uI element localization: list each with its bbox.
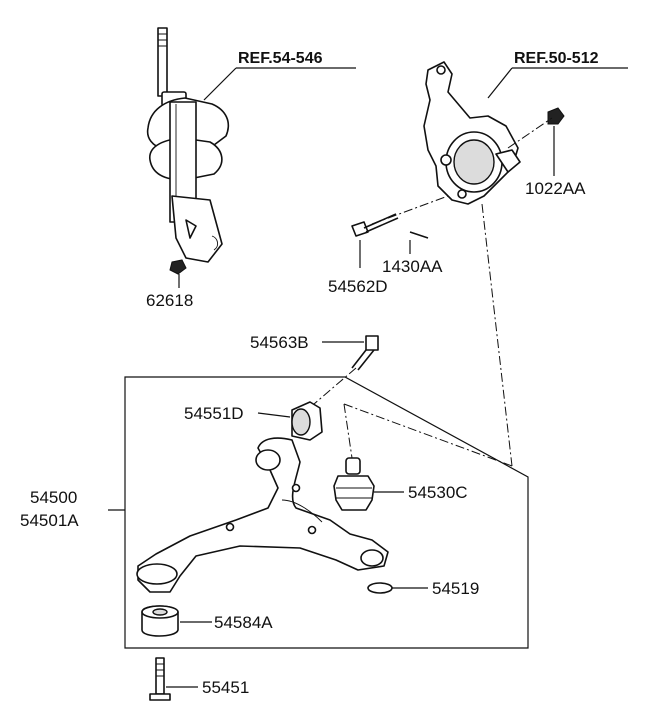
part-label-55451: 55451 (202, 678, 249, 697)
cotter-pin (409, 231, 429, 254)
part-label-62618: 62618 (146, 291, 193, 310)
ref-label-knuckle: REF.50-512 (514, 50, 599, 67)
part-label-54501a: 54501A (20, 511, 79, 530)
part-label-54500: 54500 (30, 488, 77, 507)
bushing-bolt (351, 335, 379, 371)
assembly-lines (313, 117, 553, 467)
strut-assembly (146, 27, 230, 288)
part-label-54519: 54519 (432, 579, 479, 598)
part-label-54530c: 54530C (408, 483, 468, 502)
assembly-box (124, 376, 529, 649)
part-label-54563b: 54563B (250, 333, 309, 352)
ring-washer (367, 582, 393, 594)
arm-bolt (149, 657, 171, 701)
front-bushing (291, 401, 323, 441)
lower-control-arm (136, 437, 389, 593)
part-label-54551d: 54551D (184, 404, 244, 423)
part-label-54584a: 54584A (214, 613, 273, 632)
part-label-1022aa: 1022AA (525, 179, 586, 198)
part-label-54562d: 54562D (328, 277, 388, 296)
rear-bushing (141, 605, 179, 637)
ball-joint (333, 457, 375, 511)
leader-lines (108, 67, 628, 688)
ref-label-strut: REF.54-546 (238, 50, 323, 67)
part-label-1430aa: 1430AA (382, 257, 443, 276)
steering-knuckle (423, 61, 565, 205)
